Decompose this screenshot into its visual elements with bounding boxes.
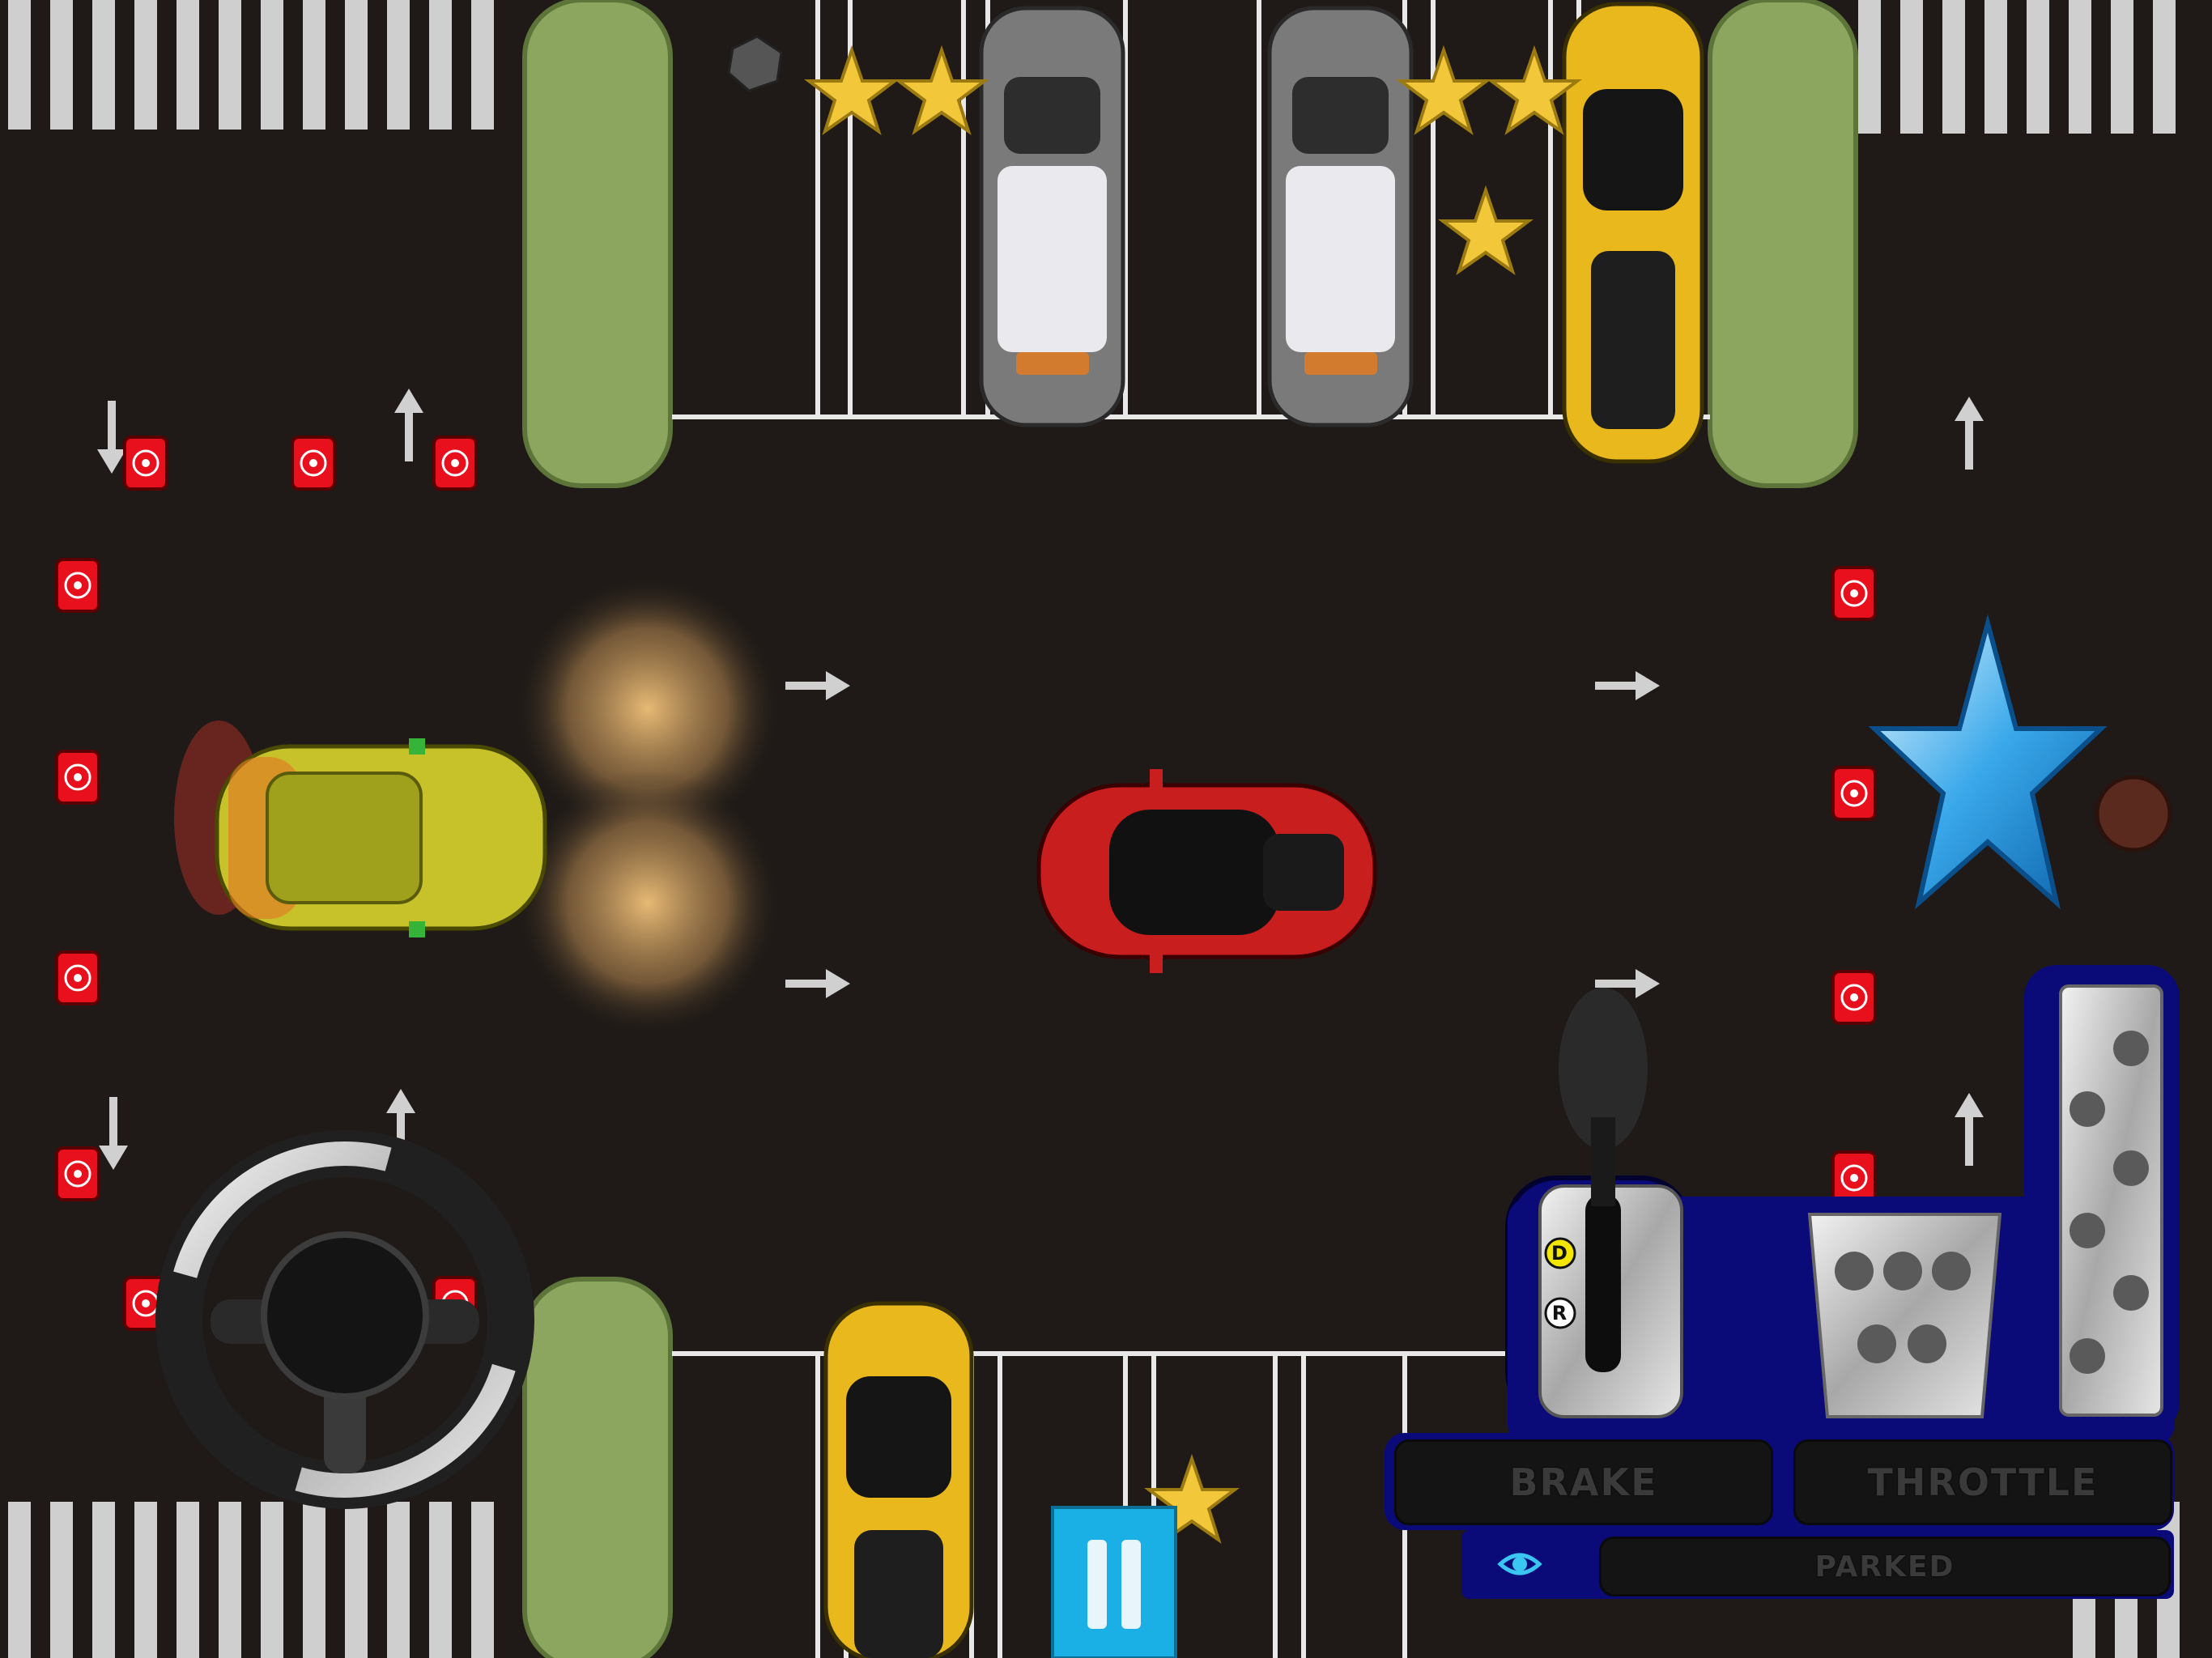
steering-wheel-icon[interactable] [155, 1130, 534, 1509]
gear-drive-indicator[interactable] [1544, 1237, 1576, 1269]
pause-button[interactable] [1051, 1506, 1177, 1658]
headlight-glow-upper [514, 575, 781, 842]
grass-median-top-right [1708, 0, 1858, 488]
brake-button[interactable]: BRAKE [1394, 1439, 1773, 1525]
status-bar: PARKED [1599, 1537, 2171, 1596]
crosswalk-bottom-left [8, 1502, 494, 1658]
throttle-button[interactable]: THROTTLE [1793, 1439, 2172, 1525]
traffic-car-yellow-green [174, 721, 547, 937]
parked-car-yellow-bottom [823, 1301, 974, 1658]
gear-drive-label: D [1551, 1242, 1569, 1265]
throttle-pedal[interactable] [2059, 984, 2163, 1417]
grass-median-bottom [522, 1277, 673, 1658]
manhole-cover [2095, 775, 2172, 852]
eye-icon [1497, 1553, 1542, 1575]
player-car-red[interactable] [1036, 769, 1377, 973]
grass-median-top-left [522, 0, 673, 488]
gear-reverse-indicator[interactable] [1544, 1297, 1576, 1329]
camera-view-button[interactable] [1470, 1535, 1571, 1593]
throttle-button-label: THROTTLE [1867, 1460, 2099, 1504]
parked-car-silver-1 [979, 6, 1125, 427]
crosswalk-top-right [1858, 0, 2176, 134]
debris-rock [727, 35, 783, 92]
parked-car-yellow-top [1562, 2, 1704, 464]
gear-reverse-label: R [1551, 1302, 1569, 1324]
crosswalk-top-left [8, 0, 494, 130]
brake-pedal[interactable] [1807, 1213, 2002, 1418]
status-text: PARKED [1814, 1550, 1955, 1584]
headlight-glow-lower [514, 769, 781, 1036]
blue-star-icon [1868, 614, 2108, 910]
brake-button-label: BRAKE [1509, 1460, 1658, 1504]
gear-shifter[interactable] [1538, 988, 1683, 1418]
parked-car-silver-2 [1267, 6, 1414, 427]
